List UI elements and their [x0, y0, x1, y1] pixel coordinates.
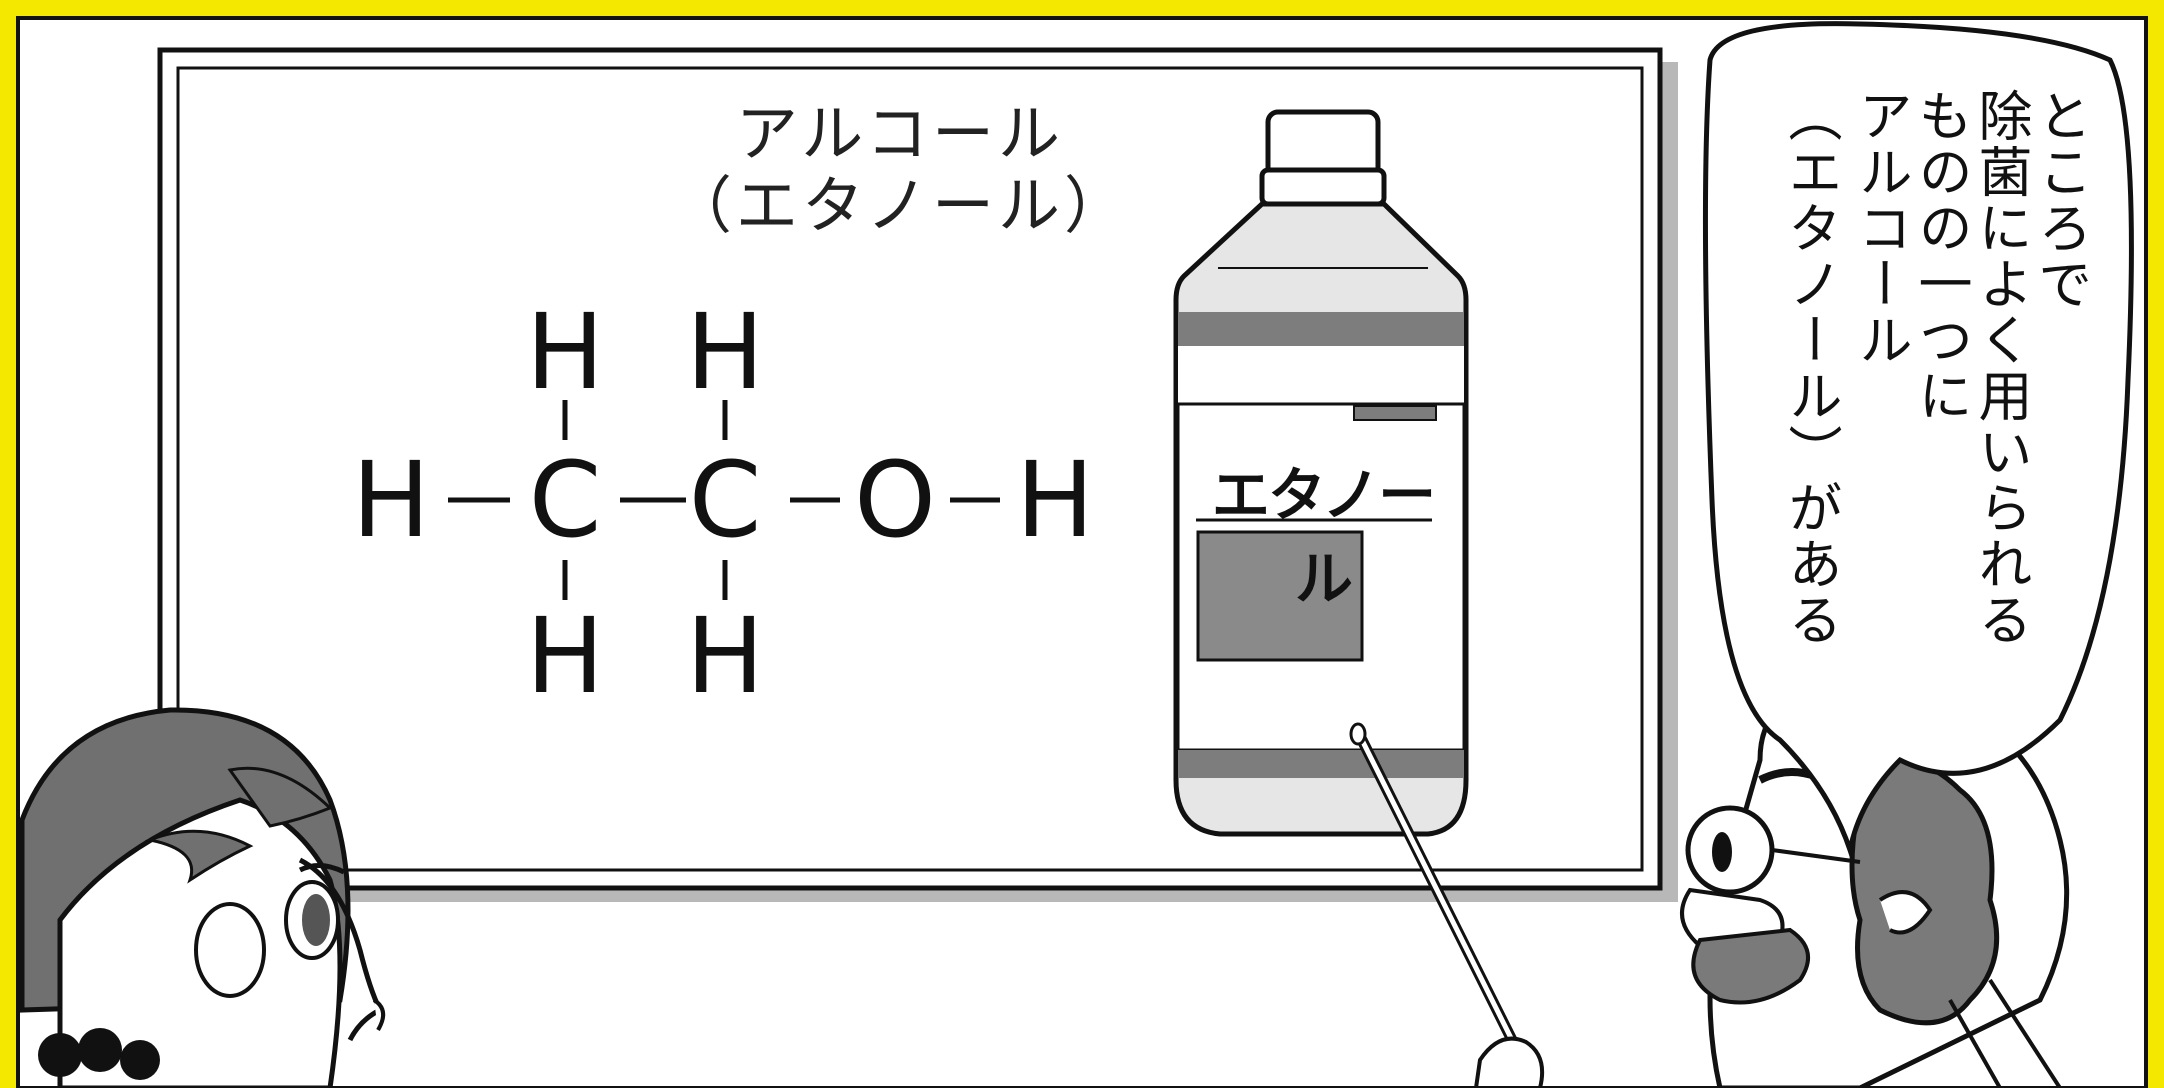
ethanol-bottle [1173, 109, 1469, 837]
speech-line2: 除菌によく用いられる [1969, 88, 2032, 648]
speech-line4: アルコール [1849, 88, 1912, 368]
atom-top-h2: H [685, 291, 765, 413]
board-title-line1: アルコール [735, 97, 1065, 170]
atom-bottom-h1: H [525, 595, 605, 717]
atom-bottom-h2: H [685, 595, 765, 717]
atom-oxygen: O [854, 439, 936, 561]
bottle-label-text: エタノール [1211, 461, 1436, 613]
board-title-line2: （エタノール） [669, 169, 1131, 242]
atom-left-h: H [351, 439, 431, 561]
atom-carbon1: C [528, 439, 602, 561]
pointer-stick [1349, 722, 1518, 1046]
speech-line3: ものの一つに [1909, 88, 1972, 424]
atom-right-h: H [1015, 439, 1095, 561]
speech-line5: （エタノール）がある [1779, 88, 1842, 648]
speech-line1: ところで [2029, 88, 2092, 312]
professor-character [1680, 685, 2070, 1088]
hand [1473, 1036, 1545, 1088]
speech-bubble [1702, 21, 2134, 860]
board-title: アルコール （エタノール） [640, 98, 1160, 242]
atom-carbon2: C [688, 439, 762, 561]
girl-character [19, 707, 386, 1088]
atom-top-h1: H [525, 291, 605, 413]
formula-bonds [448, 400, 1000, 600]
